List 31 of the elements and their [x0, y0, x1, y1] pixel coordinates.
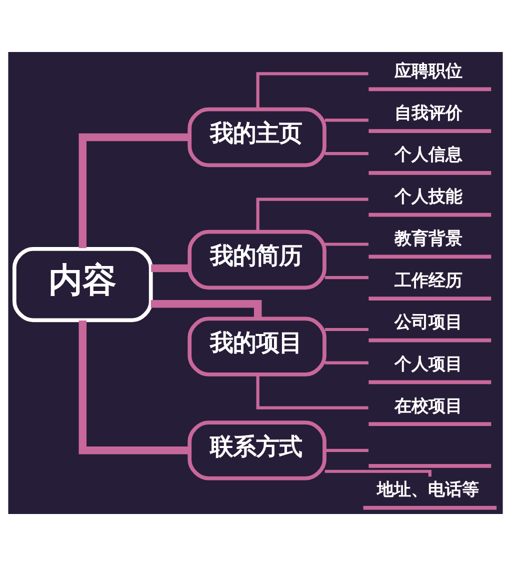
connector [78, 320, 190, 454]
node-text: 地址、电话等 [377, 480, 480, 500]
node-line [368, 464, 492, 468]
node-box: 我的简历 [188, 230, 326, 290]
node-text: 公司项目 [394, 312, 462, 333]
node-box: 我的主页 [188, 107, 326, 168]
node-text: 自我评价 [394, 103, 462, 124]
node-box: 内容 [12, 246, 153, 322]
node-box: 我的项目 [188, 316, 326, 376]
connector [324, 448, 368, 452]
connector [324, 328, 368, 332]
connector [256, 375, 368, 410]
node-text: 工作经历 [394, 270, 462, 291]
node-box: 联系方式 [188, 420, 326, 480]
connector [324, 276, 368, 280]
node-text: 在校项目 [394, 396, 462, 416]
connector [324, 152, 368, 156]
node-text: 个人项目 [394, 354, 462, 375]
connector [78, 133, 190, 248]
connector [150, 300, 262, 318]
node-text: 个人技能 [394, 187, 462, 208]
connector [324, 118, 368, 122]
node-text: 应聘职位 [394, 61, 462, 82]
connector [151, 264, 190, 272]
connector [324, 470, 432, 477]
connector [256, 198, 368, 232]
node-text: 教育背景 [394, 228, 462, 249]
connector [324, 242, 368, 246]
connector [256, 72, 368, 110]
connector [324, 361, 368, 364]
node-text: 个人信息 [394, 145, 462, 166]
